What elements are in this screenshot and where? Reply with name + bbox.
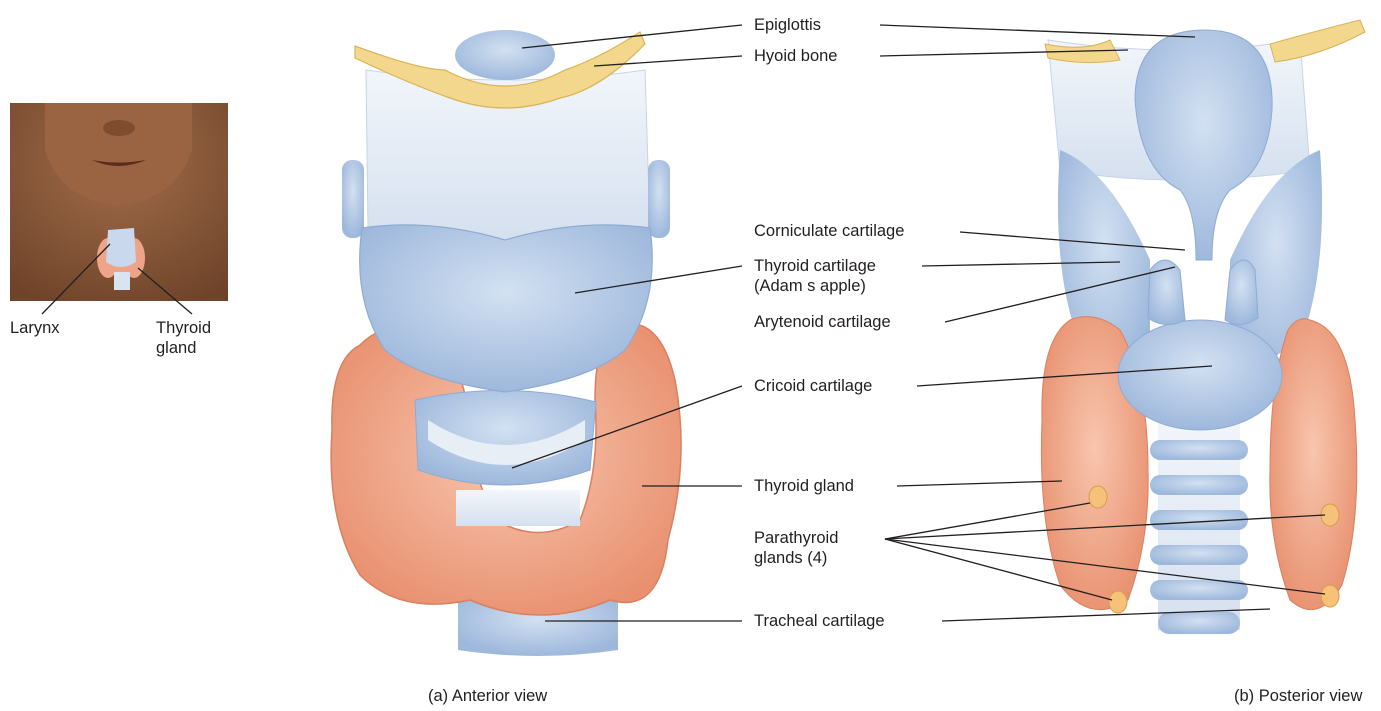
label-parathyroid-line2: glands (4) [754, 548, 827, 568]
thumbnail-figure [10, 103, 228, 314]
caption-anterior-view: (a) Anterior view [428, 686, 547, 706]
anterior-superior-horn-right [648, 160, 670, 238]
label-larynx: Larynx [10, 318, 60, 338]
anterior-superior-horn-left [342, 160, 364, 238]
anterior-view-illustration [331, 30, 681, 656]
label-thumbnail-thyroid-line1: Thyroid [156, 318, 211, 338]
label-cricoid-cartilage: Cricoid cartilage [754, 376, 872, 396]
caption-posterior-view: (b) Posterior view [1234, 686, 1362, 706]
posterior-cricoid [1118, 320, 1282, 430]
posterior-thyroid-lobe-right [1270, 319, 1357, 610]
label-thyroid-gland: Thyroid gland [754, 476, 854, 496]
anterior-epiglottis [455, 30, 555, 80]
label-corniculate-cartilage: Corniculate cartilage [754, 221, 904, 241]
label-hyoid-bone: Hyoid bone [754, 46, 837, 66]
parathyroid-gland-upper-left [1089, 486, 1107, 508]
label-thumbnail-thyroid-line2: gland [156, 338, 196, 358]
posterior-trachea [1150, 420, 1248, 634]
label-thyroid-cartilage-line1: Thyroid cartilage [754, 256, 876, 276]
posterior-view-illustration [1041, 20, 1365, 634]
label-epiglottis: Epiglottis [754, 15, 821, 35]
thumbnail-nose [103, 120, 135, 136]
label-parathyroid-line1: Parathyroid [754, 528, 838, 548]
posterior-arytenoid-right [1225, 260, 1258, 325]
leader-epiglottis-posterior [880, 25, 1195, 37]
label-thyroid-cartilage-line2: (Adam s apple) [754, 276, 866, 296]
parathyroid-gland-lower-left [1109, 591, 1127, 613]
label-tracheal-cartilage: Tracheal cartilage [754, 611, 885, 631]
leader-thyroid-gland-posterior [897, 481, 1062, 486]
parathyroid-gland-lower-right [1321, 585, 1339, 607]
anterior-upper-trachea [456, 490, 580, 526]
label-arytenoid-cartilage: Arytenoid cartilage [754, 312, 891, 332]
